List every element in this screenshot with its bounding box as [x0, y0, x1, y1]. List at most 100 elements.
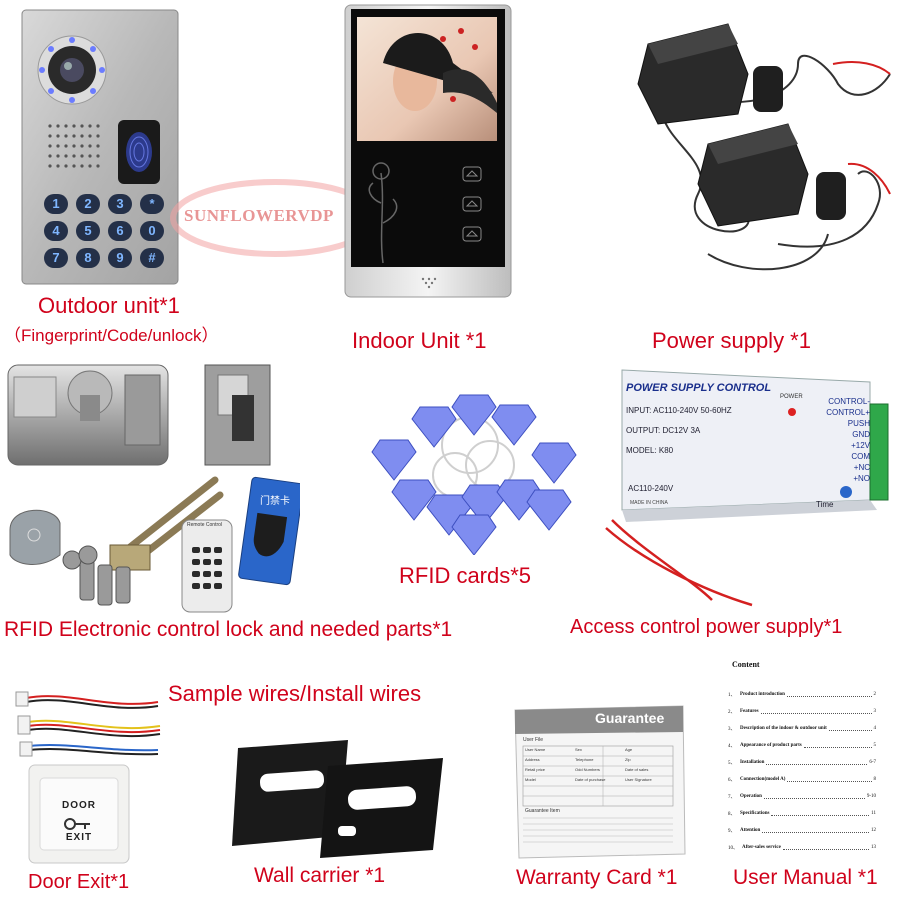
- keypad-key: 0: [140, 221, 164, 241]
- toc-number: 5、: [728, 761, 736, 766]
- toc-page: 8: [873, 777, 877, 782]
- toc-title: Appearance of product parts: [740, 743, 802, 748]
- rfid-cards-caption: RFID cards*5: [399, 563, 532, 588]
- toc-title: Features: [740, 709, 759, 714]
- toc-page: 4: [873, 726, 877, 731]
- toc-row: 7、 Operation 9-10: [728, 788, 876, 805]
- power-supply-caption: Power supply *1: [652, 328, 811, 353]
- toc-leader: [760, 709, 872, 714]
- psu-terminal-label: PUSH: [847, 419, 870, 428]
- rfid-cards-image: [360, 385, 590, 555]
- toc-number: 1、: [728, 693, 736, 698]
- access-psu-image: POWER SUPPLY CONTROL POWER INPUT: AC110-…: [602, 360, 900, 610]
- wall-carrier-image: [228, 738, 468, 858]
- psu-terminal-label: GND: [852, 430, 870, 439]
- toc-page: 2: [873, 692, 877, 697]
- toc-number: 9、: [728, 829, 736, 834]
- toc-number: 8、: [728, 812, 736, 817]
- keypad-key: *: [140, 194, 164, 214]
- toc-title: Product introduction: [740, 692, 785, 697]
- psu-terminal-label: +12V: [851, 441, 870, 450]
- keypad-key: 5: [76, 221, 100, 241]
- toc-row: 1、 Product introduction 2: [728, 686, 876, 703]
- psu-terminal-label: COM: [851, 452, 870, 461]
- keypad-key: 6: [108, 221, 132, 241]
- toc-row: 3、 Description of the indoor & outdoor u…: [728, 720, 876, 737]
- toc-title: After-sales service: [742, 845, 781, 850]
- psu-made-in: MADE IN CHINA: [630, 500, 668, 506]
- outdoor-unit-image: 1 2 3 * 4 5 6 0 7 8 9 #: [20, 8, 180, 286]
- rfid-lock-image: Remote Control 门禁卡: [0, 355, 300, 615]
- door-exit-line1: DOOR: [62, 800, 96, 811]
- warranty-field: Sex: [575, 747, 582, 752]
- warranty-field: Retail price: [525, 767, 546, 772]
- psu-terminal-label: CONTROL+: [826, 408, 870, 417]
- toc-page: 6-7: [869, 760, 876, 765]
- toc-leader: [828, 726, 872, 731]
- toc-page: 3: [873, 709, 877, 714]
- keypad-key: 9: [108, 248, 132, 268]
- psu-title: POWER SUPPLY CONTROL: [626, 382, 772, 394]
- toc-number: 3、: [728, 727, 736, 732]
- psu-model-line: MODEL: K80: [626, 446, 674, 455]
- user-manual-caption: User Manual *1: [733, 866, 878, 889]
- toc-leader: [803, 743, 872, 748]
- toc-title: Attention: [740, 828, 761, 833]
- warranty-field: Date of sales: [625, 767, 649, 772]
- psu-terminal-label: +NC: [853, 463, 870, 472]
- toc-row: 10、 After-sales service 13: [728, 839, 876, 856]
- toc-leader: [782, 845, 869, 850]
- card-text: 门禁卡: [260, 496, 290, 507]
- toc-leader: [771, 811, 870, 816]
- warranty-field: Odd Numbers: [575, 767, 600, 772]
- keypad-key: 4: [44, 221, 68, 241]
- toc-title: Connection(model A): [740, 777, 786, 782]
- toc-title: Installation: [740, 760, 765, 765]
- watermark-text: SUNFLOWERVDP: [184, 206, 334, 225]
- warranty-field: Date of purchase: [575, 777, 606, 782]
- warranty-field: User Name: [525, 747, 546, 752]
- warranty-field: Address: [525, 757, 540, 762]
- warranty-notes-title: Guarantee Item: [525, 808, 560, 814]
- toc-page: 12: [871, 828, 876, 833]
- keypad-key: 8: [76, 248, 100, 268]
- toc-leader: [787, 777, 872, 782]
- wall-carrier-caption: Wall carrier *1: [254, 864, 386, 887]
- toc-row: 6、 Connection(model A) 8: [728, 771, 876, 788]
- warranty-field: Model: [525, 777, 536, 782]
- toc-title: Operation: [740, 794, 762, 799]
- door-exit-caption: Door Exit*1: [28, 871, 130, 893]
- outdoor-unit-caption: Outdoor unit*1: [38, 293, 180, 318]
- toc-row: 8、 Specifications 11: [728, 805, 876, 822]
- wires-image: [8, 680, 168, 760]
- outdoor-keypad: 1 2 3 * 4 5 6 0 7 8 9 #: [44, 194, 168, 268]
- warranty-field: Age: [625, 747, 633, 752]
- toc-page: 5: [873, 743, 877, 748]
- wires-caption: Sample wires/Install wires: [168, 681, 422, 706]
- toc-leader: [763, 794, 865, 799]
- remote-label: Remote Control: [187, 522, 223, 528]
- toc-number: 7、: [728, 795, 736, 800]
- access-psu-caption: Access control power supply*1: [570, 616, 843, 638]
- psu-ac-label: AC110-240V: [628, 484, 674, 493]
- psu-time-label: Time: [816, 500, 834, 509]
- warranty-title: Guarantee: [595, 710, 665, 726]
- keypad-key: 1: [44, 194, 68, 214]
- toc-leader: [766, 760, 868, 765]
- manual-toc: 1、 Product introduction 2 2、 Features 3 …: [728, 686, 876, 856]
- toc-page: 11: [871, 811, 876, 816]
- indoor-unit-caption: Indoor Unit *1: [352, 328, 487, 353]
- psu-power-label: POWER: [780, 394, 803, 400]
- door-exit-image: DOOR EXIT: [28, 764, 130, 864]
- keypad-key: 7: [44, 248, 68, 268]
- toc-number: 6、: [728, 778, 736, 783]
- toc-row: 4、 Appearance of product parts 5: [728, 737, 876, 754]
- toc-leader: [786, 692, 872, 697]
- toc-number: 10、: [728, 846, 739, 851]
- psu-input-line: INPUT: AC110-240V 50-60HZ: [626, 406, 732, 415]
- toc-title: Description of the indoor & outdoor unit: [740, 726, 827, 731]
- toc-leader: [762, 828, 869, 833]
- door-exit-line2: EXIT: [65, 832, 93, 843]
- user-manual-image: Content 1、 Product introduction 2 2、 Fea…: [728, 660, 896, 856]
- warranty-card-image: Guarantee User File User Name Sex Age Ad…: [513, 704, 687, 860]
